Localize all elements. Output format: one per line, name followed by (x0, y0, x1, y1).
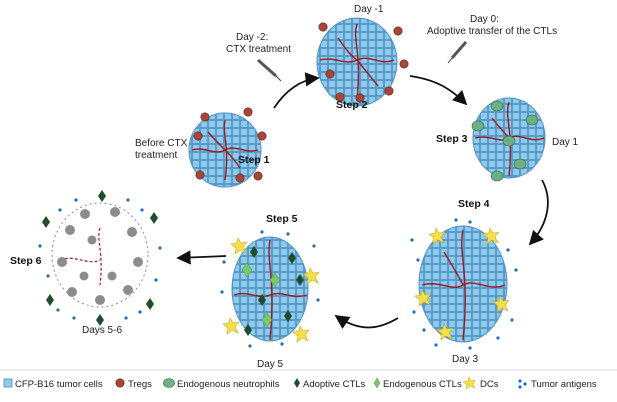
syringe-icon (447, 41, 468, 64)
step-4-dcs (414, 227, 510, 341)
legend-label-tumor-cells: CFP-B16 tumor cells (15, 379, 103, 390)
event-ctx-line-1: Day -2: (236, 32, 268, 43)
tumor-antigen-icon (518, 379, 527, 389)
step-5-tumor (231, 236, 309, 342)
step-5-dcs (222, 237, 320, 343)
step-3-neutrophils (471, 100, 539, 182)
neutrophil-icon (163, 378, 175, 388)
step-6-tumor (51, 202, 149, 308)
step-1-annotation-line-2: treatment (135, 150, 177, 161)
legend-item-tumor-cells: CFP-B16 tumor cells (3, 378, 103, 390)
legend-item-tregs: Tregs (115, 378, 152, 390)
dc-icon (462, 376, 476, 390)
step-2-tregs (318, 22, 409, 103)
step-1-tumor (188, 112, 262, 188)
legend-item-dcs: DCs (462, 376, 499, 390)
legend-label-neutrophils: Endogenous neutrophils (177, 379, 280, 390)
step-1-tregs (193, 107, 267, 183)
legend-label-endogenous-ctls: Endogenous CTLs (383, 379, 462, 390)
step-5-adoptive-ctls (244, 246, 304, 336)
step-2-annotation: Day -1 (354, 4, 384, 15)
legend-item-endogenous-ctls: Endogenous CTLs (373, 377, 462, 390)
event-ctx-line-2: CTX treatment (226, 44, 291, 55)
step-5-endogenous-ctls (241, 262, 281, 328)
legend: CFP-B16 tumor cells Tregs Endogenous neu… (3, 376, 597, 390)
legend-item-adoptive-ctls: Adoptive CTLs (294, 378, 366, 390)
step-5-tumor-antigens (220, 230, 320, 348)
step-6-adoptive-ctls (42, 190, 158, 326)
legend-item-tumor-antigens: Tumor antigens (518, 379, 597, 390)
syringe-icon (257, 58, 282, 82)
step-1-annotation-line-1: Before CTX (135, 138, 188, 149)
tumor-cell-icon (3, 378, 13, 388)
step-2-tumor (316, 17, 398, 107)
cycle-arrows (176, 72, 549, 329)
treg-icon (115, 378, 125, 388)
adoptive-ctl-icon (294, 378, 300, 388)
event-ctl-line-2: Adoptive transfer of the CTLs (427, 26, 557, 37)
step-2-label: Step 2 (336, 99, 368, 111)
legend-label-dcs: DCs (480, 379, 499, 390)
step-1-label: Step 1 (238, 154, 270, 166)
step-6-annotation: Days 5-6 (82, 325, 122, 336)
step-6-dead-cells (57, 207, 143, 305)
step-4-tumor-antigens (410, 218, 518, 350)
step-6-label: Step 6 (10, 255, 42, 267)
step-3-annotation: Day 1 (552, 137, 579, 148)
legend-item-neutrophils: Endogenous neutrophils (163, 378, 280, 390)
legend-label-tumor-antigens: Tumor antigens (531, 379, 597, 390)
endogenous-ctl-icon (373, 377, 381, 389)
legend-label-adoptive-ctls: Adoptive CTLs (303, 379, 366, 390)
step-3-label: Step 3 (436, 133, 468, 145)
legend-label-tregs: Tregs (128, 379, 152, 390)
step-4-label: Step 4 (458, 198, 490, 210)
step-5-label: Step 5 (266, 213, 298, 225)
event-ctl-line-1: Day 0: (470, 14, 499, 25)
step-4-annotation: Day 3 (452, 354, 479, 365)
step-4-tumor (418, 225, 508, 343)
step-6-tumor-antigens (38, 198, 162, 320)
step-5-annotation: Day 5 (257, 359, 284, 370)
